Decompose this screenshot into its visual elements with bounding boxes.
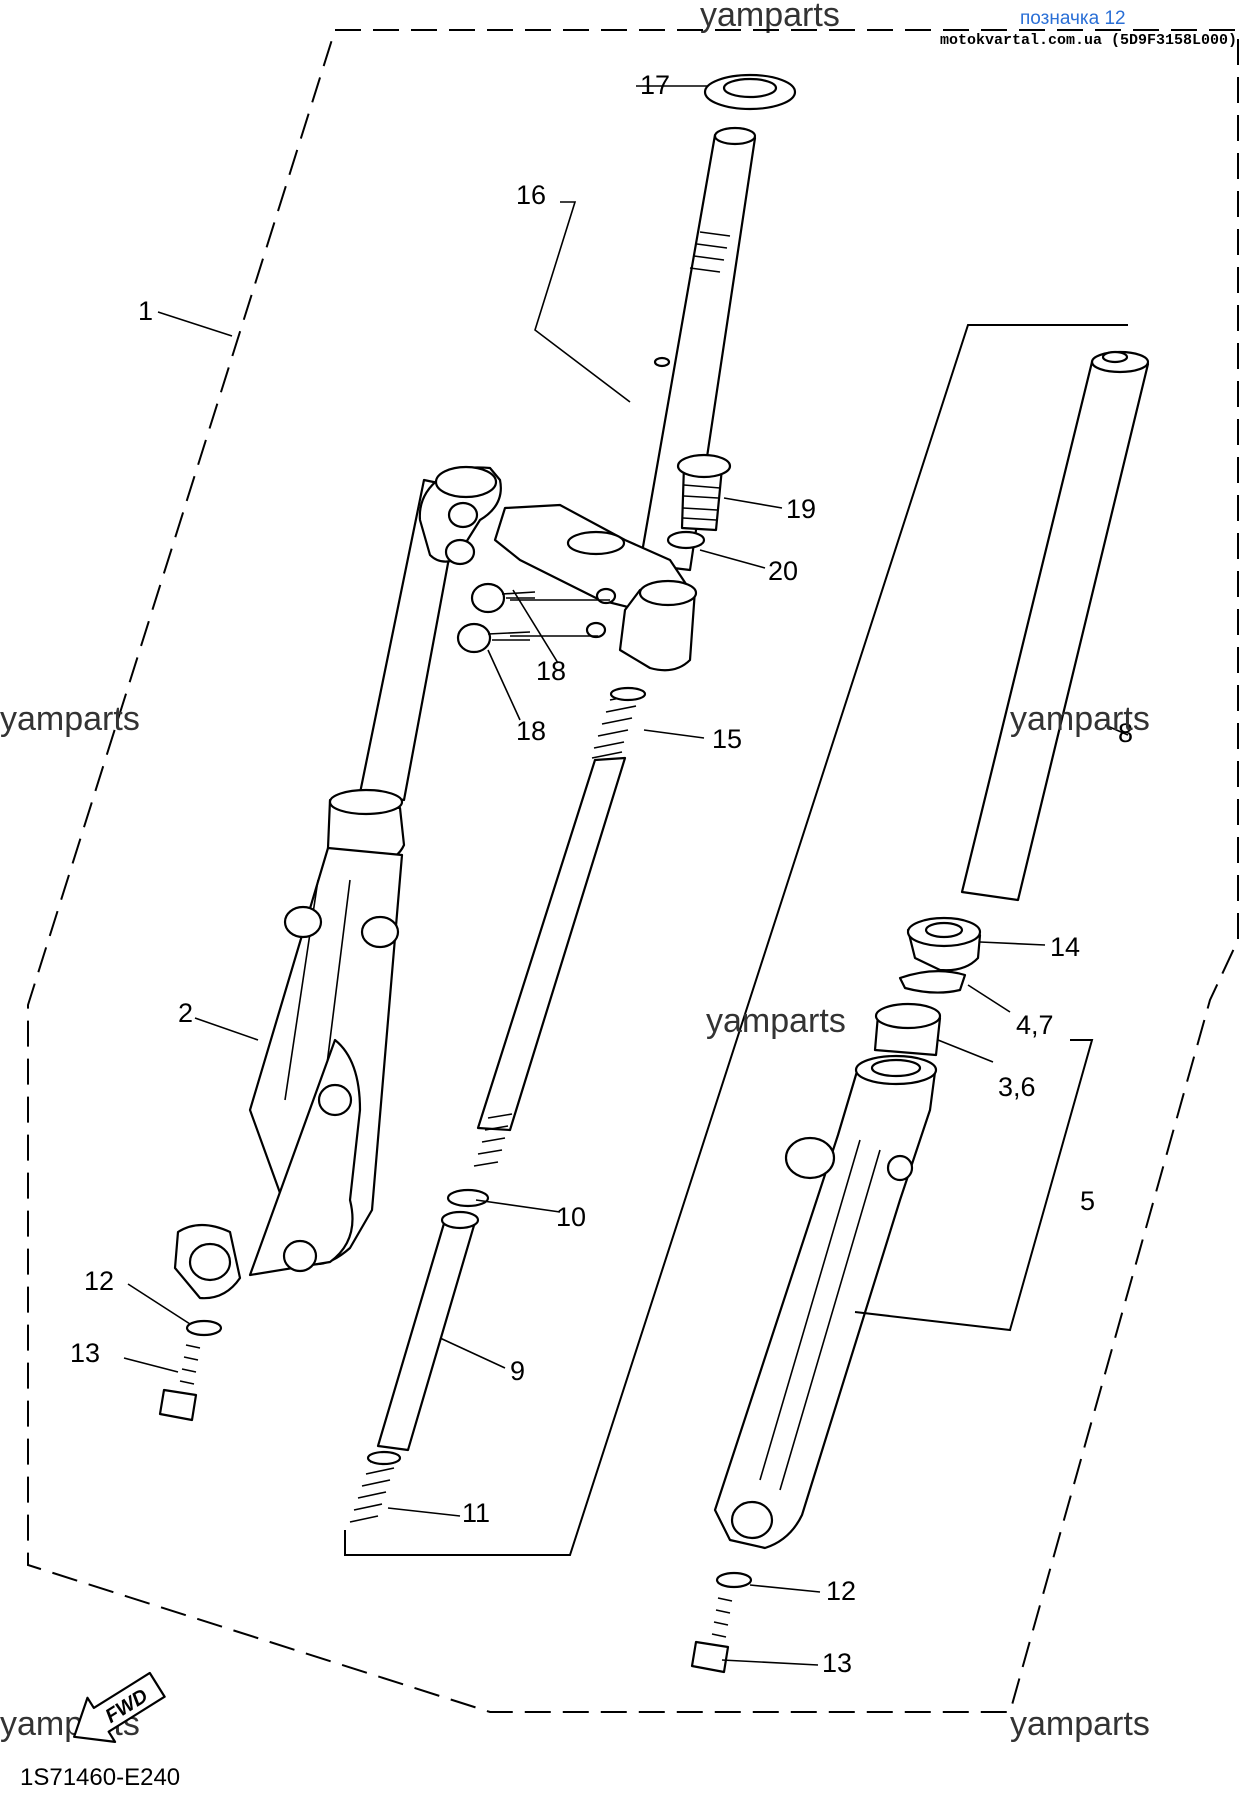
- leader-lines: [123, 85, 1129, 1666]
- callout-18-upper: 18: [536, 656, 566, 686]
- left-fork-leg-2: [173, 465, 502, 1300]
- callout-15: 15: [712, 724, 742, 754]
- right-outer-tube-5: [713, 1054, 938, 1550]
- callout-13-left: 13: [70, 1338, 100, 1368]
- washer-12-right: [715, 1571, 753, 1589]
- callout-11: 11: [462, 1498, 490, 1528]
- bolt-13-right: [690, 1597, 733, 1674]
- assembly-frame: [27, 29, 1239, 1713]
- fork-spring-body: [473, 756, 627, 1167]
- inner-tube-8: [960, 350, 1150, 902]
- watermark-top: yamparts: [700, 0, 840, 34]
- callout-5: 5: [1080, 1186, 1095, 1216]
- callout-16: 16: [516, 180, 546, 210]
- watermark-bottom-right: yamparts: [1010, 1705, 1150, 1743]
- cap-17: [703, 73, 797, 111]
- callout-8: 8: [1118, 718, 1133, 748]
- washer-10: [446, 1188, 490, 1208]
- callout-1: 1: [138, 296, 153, 326]
- rebound-spring-11: [349, 1450, 402, 1523]
- callout-10: 10: [556, 1202, 586, 1232]
- callout-9: 9: [510, 1356, 525, 1386]
- callout-17: 17: [640, 70, 670, 100]
- washer-12-left: [185, 1319, 223, 1337]
- watermark-center: yamparts: [706, 1002, 846, 1040]
- callout-12-left: 12: [84, 1266, 114, 1296]
- header-link[interactable]: позначка 12: [1020, 8, 1126, 29]
- callout-18-lower: 18: [516, 716, 546, 746]
- steering-stem-16: [493, 126, 757, 672]
- header-source: motokvartal.com.ua (5D9F3158L000): [940, 32, 1237, 49]
- callout-14: 14: [1050, 932, 1080, 962]
- bushing-3-6: [873, 1002, 942, 1057]
- bolts-18: [456, 582, 536, 654]
- o-ring-20: [666, 530, 706, 550]
- callout-12-right: 12: [826, 1576, 856, 1606]
- oil-seal-14: [906, 916, 982, 972]
- watermark-left: yamparts: [0, 700, 140, 738]
- circlip-4-7: [898, 970, 967, 994]
- callout-3-6: 3,6: [998, 1072, 1036, 1102]
- callout-20: 20: [768, 556, 798, 586]
- callout-19: 19: [786, 494, 816, 524]
- bolt-13-left: [158, 1344, 201, 1422]
- spring-15: [591, 686, 647, 759]
- watermark-right: yamparts: [1010, 700, 1150, 738]
- callout-4-7: 4,7: [1016, 1010, 1054, 1040]
- callout-13-right: 13: [822, 1648, 852, 1678]
- bracket-8-10: [344, 324, 1128, 1556]
- damper-rod-9: [376, 1210, 480, 1452]
- callout-2: 2: [178, 998, 193, 1028]
- diagram-code: 1S71460-E240: [20, 1764, 180, 1791]
- plug-19: [676, 453, 732, 532]
- bracket-5: [854, 1039, 1094, 1332]
